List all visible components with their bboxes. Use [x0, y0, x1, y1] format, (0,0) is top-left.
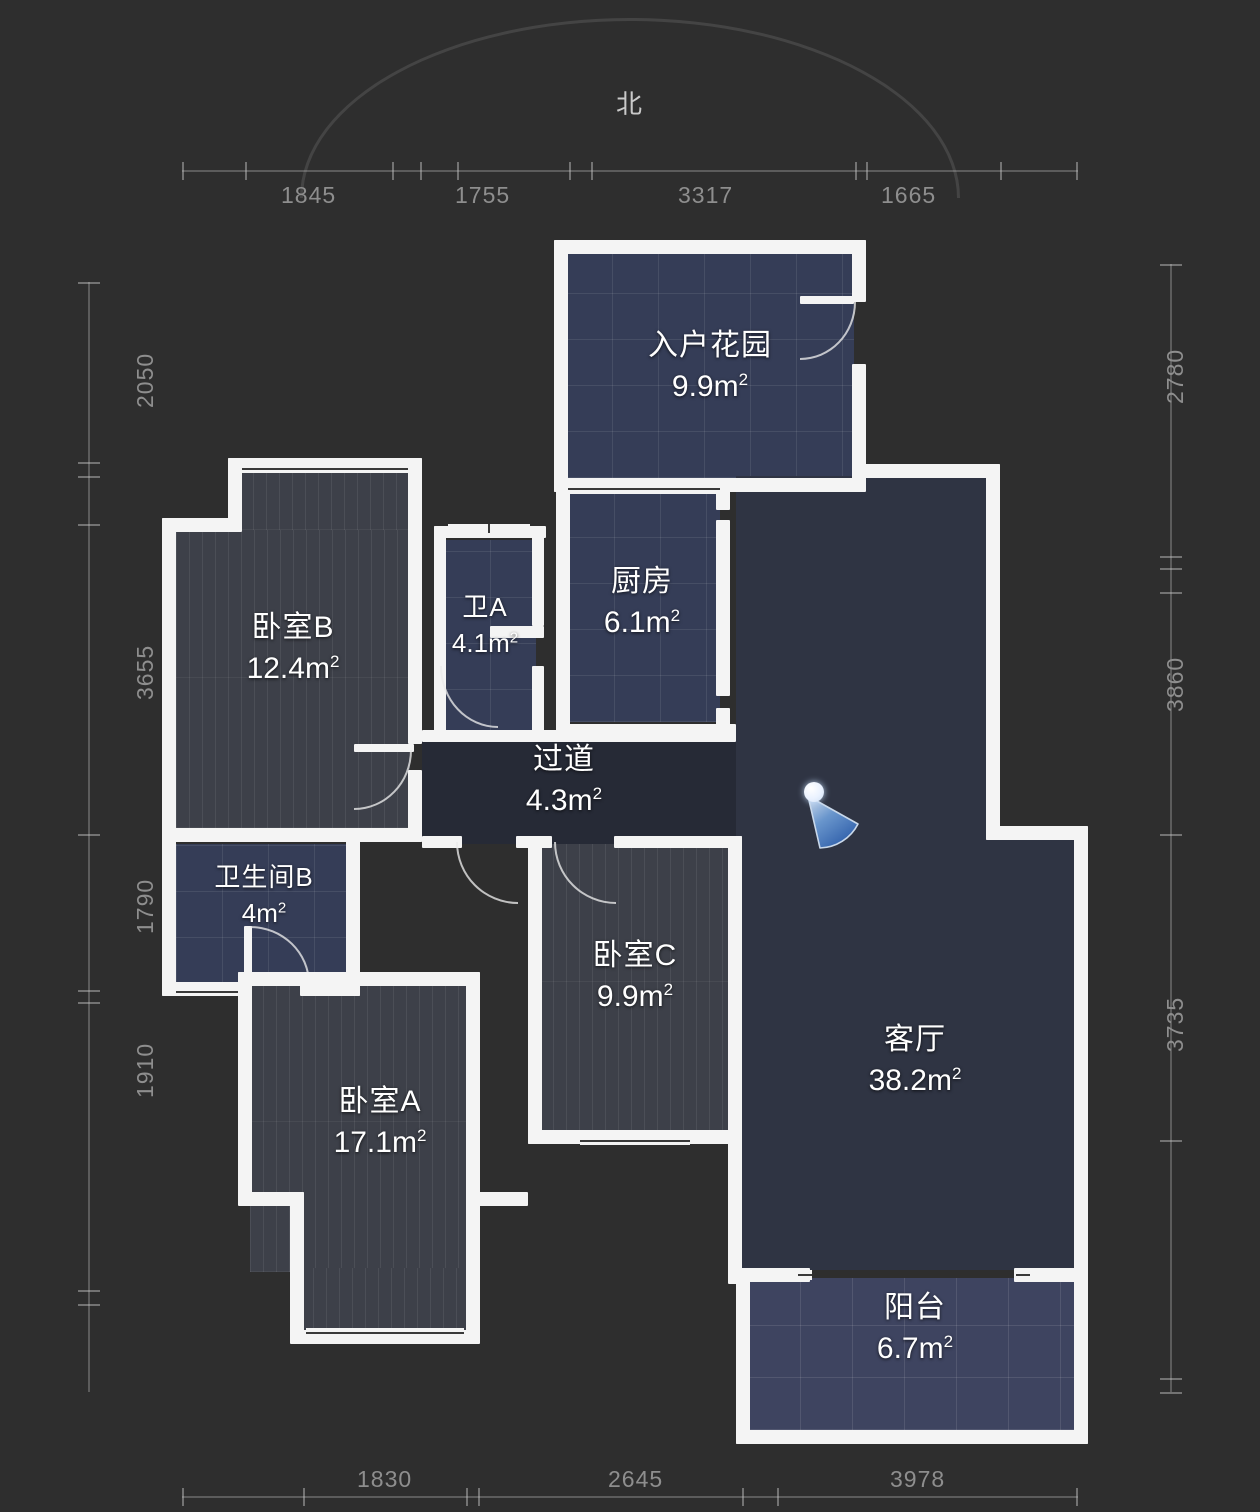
- room-label-balcony: 阳台 6.7m2: [876, 1291, 954, 1365]
- room-floor-entry-garden[interactable]: [566, 252, 854, 478]
- wall-living-left: [728, 836, 742, 1284]
- room-label-entry-garden: 入户花园 9.9m2: [648, 329, 772, 403]
- room-floor-bedroom-b-bay[interactable]: [240, 466, 410, 530]
- viewpoint-origin-dot-icon: [804, 782, 824, 802]
- bedroom-a-window: [306, 1328, 464, 1337]
- bedroom-b-window: [240, 464, 410, 473]
- room-floor-bedroom-c[interactable]: [540, 844, 730, 1132]
- wall-bath-a-right-upper: [532, 526, 544, 626]
- wall-bedroom-a-top: [238, 972, 480, 986]
- wall-entry-garden-top: [554, 240, 866, 254]
- room-label-bath-a: 卫A 4.1m2: [451, 592, 519, 658]
- room-floor-bedroom-b[interactable]: [176, 528, 410, 828]
- wall-entry-garden-right-lower: [852, 364, 866, 488]
- wall-kitchen-left: [556, 486, 570, 738]
- wall-living-right-lower: [1074, 826, 1088, 1290]
- room-label-bedroom-b: 卧室B 12.4m2: [246, 611, 340, 685]
- wall-living-right-upper: [986, 464, 1000, 840]
- wall-bath-a-right-lower: [532, 666, 544, 742]
- room-floor-bedroom-a[interactable]: [250, 984, 468, 1272]
- wall-bedroom-a-notch-left: [238, 1192, 304, 1206]
- room-label-living: 客厅 38.2m2: [868, 1023, 962, 1097]
- room-label-bedroom-a: 卧室A 17.1m2: [333, 1085, 427, 1159]
- wall-bath-b-right: [346, 828, 360, 996]
- dim-top-4: 1665: [881, 182, 937, 208]
- living-balcony-door-left: [798, 1270, 812, 1280]
- wall-bedroom-a-right-upper: [466, 972, 480, 1204]
- living-balcony-door-right: [1016, 1270, 1030, 1280]
- bedroom-a-door-swing-icon: [456, 842, 518, 904]
- dim-bottom-3: 3978: [890, 1466, 946, 1492]
- wall-hallway-bottom-right: [614, 836, 736, 848]
- wall-bath-b-door-jamb: [244, 926, 252, 984]
- room-floor-kitchen[interactable]: [568, 490, 720, 722]
- dim-top-2: 1755: [455, 182, 511, 208]
- wall-balcony-left: [736, 1268, 750, 1444]
- room-label-bath-b: 卫生间B 4m2: [214, 862, 314, 928]
- wall-bedroom-c-left: [528, 836, 542, 1144]
- wall-bedroom-b-door-jamb: [354, 744, 414, 752]
- camera-viewpoint-marker[interactable]: [792, 782, 872, 854]
- room-floor-living-upper[interactable]: [736, 476, 988, 836]
- dim-bottom-2: 2645: [608, 1466, 664, 1492]
- wall-balcony-bottom: [736, 1430, 1088, 1444]
- wall-bedroom-a-bay-left: [290, 1192, 304, 1342]
- kitchen-window: [568, 484, 720, 494]
- wall-living-top: [852, 464, 1000, 478]
- wall-hallway-bottom-left: [422, 836, 462, 848]
- viewpoint-cone-icon: [807, 795, 859, 849]
- dim-top-3: 3317: [678, 182, 734, 208]
- wall-balcony-right: [1074, 1268, 1088, 1444]
- wall-bath-a-shelf: [490, 626, 544, 638]
- room-label-hallway: 过道 4.3m2: [525, 743, 603, 817]
- wall-bedroom-b-notch-left: [162, 518, 242, 532]
- room-floor-hallway[interactable]: [422, 740, 736, 844]
- room-label-bedroom-c: 卧室C 9.9m2: [592, 939, 678, 1013]
- dim-bottom-1: 1830: [357, 1466, 413, 1492]
- north-label: 北: [615, 89, 644, 119]
- bath-a-window: [448, 524, 530, 533]
- wall-entry-garden-left: [554, 240, 568, 492]
- bedroom-c-window: [580, 1136, 690, 1145]
- wall-bedroom-b-right-lower: [408, 770, 422, 842]
- wall-bedroom-a-notch-right: [466, 1192, 528, 1206]
- wall-kitchen-right-mid: [716, 520, 730, 696]
- wall-living-step: [986, 826, 1088, 840]
- wall-entry-garden-right-upper: [852, 240, 866, 302]
- wall-bedroom-b-bay-left: [228, 458, 242, 528]
- dim-top-1: 1845: [281, 182, 337, 208]
- wall-bedroom-b-right-upper: [408, 458, 422, 744]
- wall-living-bottom-right: [1014, 1268, 1088, 1282]
- wall-bedroom-a-left-upper: [238, 972, 252, 1204]
- room-floor-living-lower[interactable]: [736, 836, 1088, 1270]
- wall-bath-b-left: [162, 828, 176, 996]
- bath-b-window: [176, 988, 248, 996]
- room-label-kitchen: 厨房 6.1m2: [603, 565, 681, 639]
- room-floor-balcony[interactable]: [748, 1278, 1078, 1430]
- wall-hallway-top: [422, 730, 736, 742]
- wall-bedroom-a-bay-right: [466, 1192, 480, 1342]
- wall-bedroom-b-left: [162, 518, 176, 840]
- wall-entry-garden-door-jamb: [800, 296, 854, 304]
- wall-bedroom-b-bottom: [162, 828, 422, 842]
